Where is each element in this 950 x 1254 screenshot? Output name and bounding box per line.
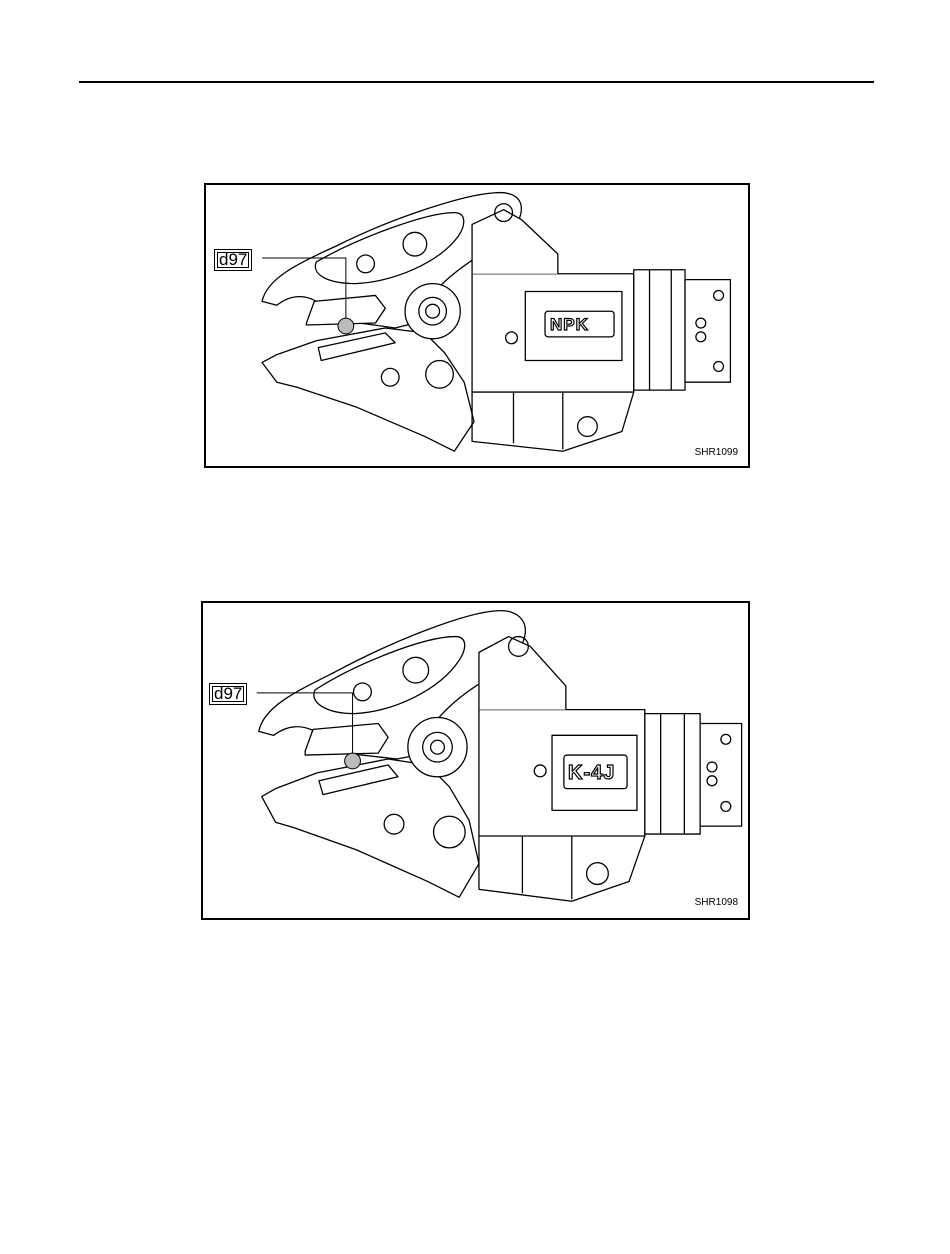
plate-label: K-4J	[568, 762, 615, 785]
cylinder-bracket	[479, 637, 566, 710]
lubrication-point	[345, 753, 361, 769]
callout-label: d97	[214, 249, 252, 271]
cylinder-bracket	[472, 210, 558, 274]
figure-shear-npk: d97 NPK SHR1099	[204, 183, 750, 468]
pivot-pin	[587, 863, 609, 885]
lower-jaw	[262, 759, 479, 897]
header-rule	[79, 81, 874, 83]
mounting-ring	[634, 270, 685, 390]
callout-label: d97	[209, 683, 247, 705]
figure-id: SHR1099	[695, 447, 738, 458]
rotation-hub	[405, 284, 460, 339]
rotation-hub	[408, 718, 467, 777]
mounting-ring	[645, 714, 700, 834]
shear-illustration	[203, 603, 748, 918]
plate-label: NPK	[550, 315, 589, 335]
lubrication-point	[338, 318, 354, 334]
figure-shear-k4j: d97 K-4J SHR1098	[201, 601, 750, 920]
lower-frame	[479, 836, 645, 901]
figure-id: SHR1098	[695, 897, 738, 908]
pivot-pin	[578, 417, 598, 437]
shear-illustration	[206, 185, 748, 466]
lower-jaw	[262, 328, 474, 451]
lower-frame	[472, 392, 634, 451]
